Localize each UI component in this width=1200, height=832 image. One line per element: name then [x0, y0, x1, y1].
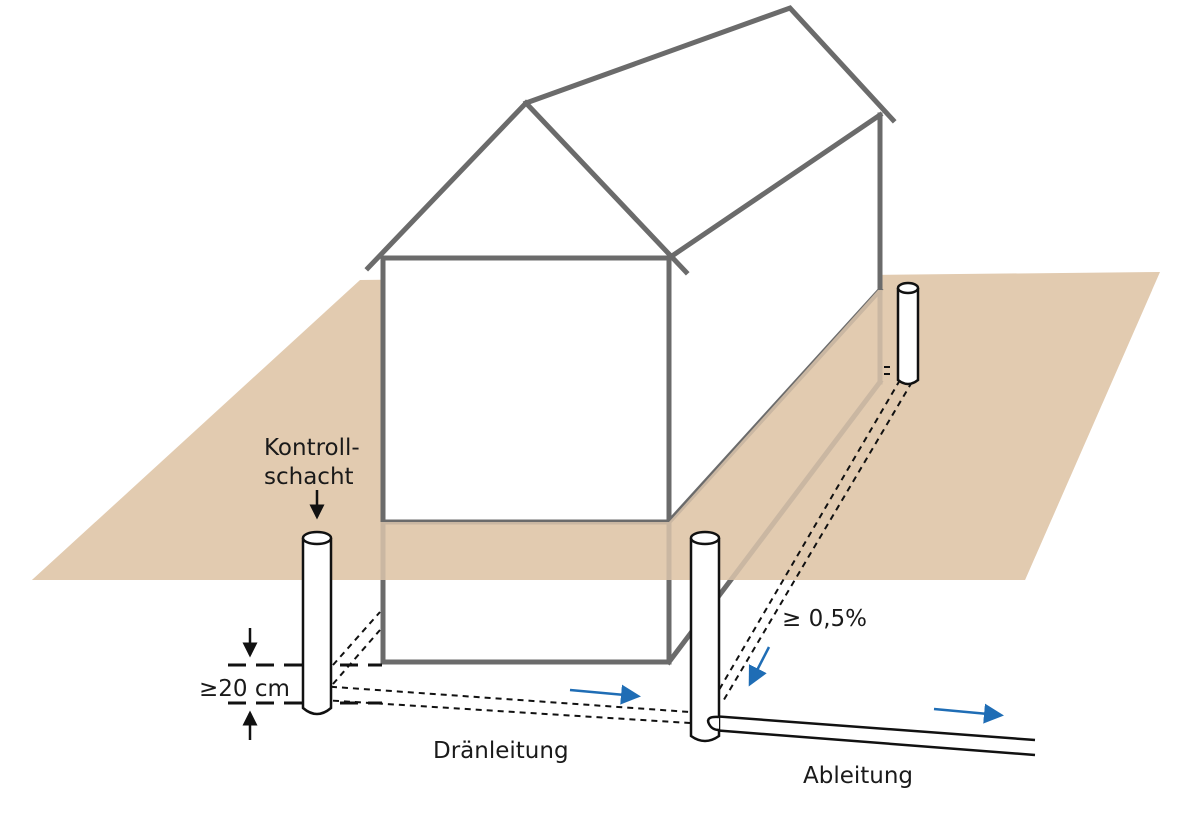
- drain-lines: [319, 366, 913, 724]
- inspection-shaft-center: [689, 530, 721, 743]
- flow-arrow-icon: [748, 646, 771, 687]
- label-slope: ≥ 0,5%: [782, 606, 867, 632]
- inspection-shaft-right: [896, 281, 920, 386]
- depth-dimension: [228, 628, 382, 740]
- flow-arrow-icon: [569, 684, 641, 705]
- label-min-depth: ≥20 cm: [199, 676, 290, 702]
- label-inspection-shaft-2: schacht: [264, 464, 354, 490]
- outlet-pipe: [704, 714, 1036, 757]
- label-inspection-shaft-1: Kontroll-: [264, 435, 360, 461]
- inspection-shaft-left: [301, 530, 333, 716]
- label-drain-pipe: Dränleitung: [433, 738, 569, 764]
- label-outlet-pipe: Ableitung: [803, 763, 913, 789]
- flow-arrow-icon: [933, 703, 1004, 724]
